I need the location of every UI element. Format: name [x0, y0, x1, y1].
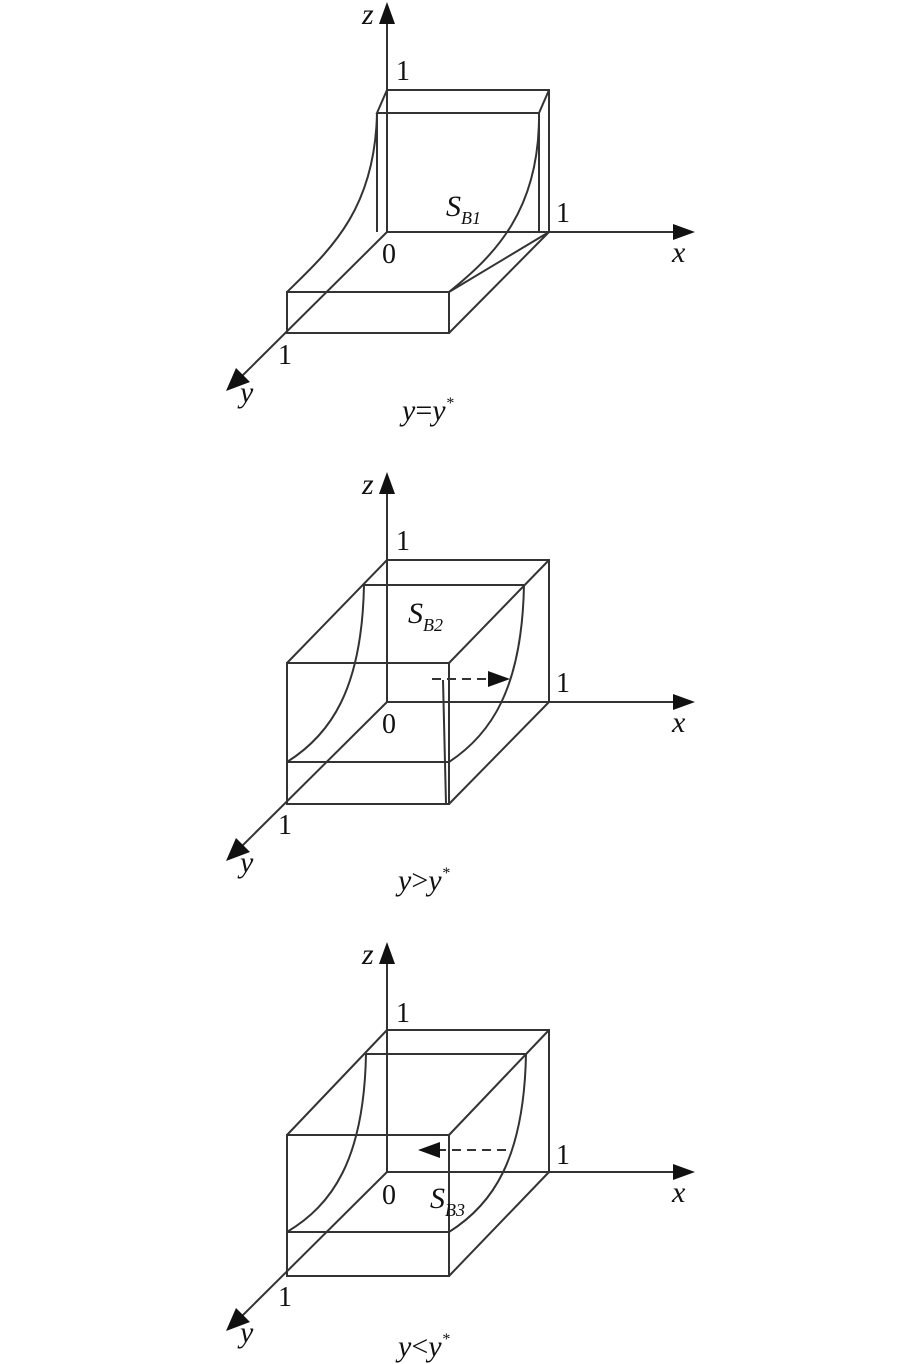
box-front: [286, 1134, 450, 1277]
surface-curve-right: [448, 584, 525, 763]
surface-curve-left: [286, 1053, 367, 1233]
y-tick-1: 1: [278, 340, 292, 371]
x-axis-arrowhead: [673, 224, 695, 240]
y-axis-arrowhead: [226, 838, 250, 861]
y-axis-label: y: [237, 376, 254, 409]
z-axis-arrowhead: [379, 2, 395, 24]
z-axis-label: z: [361, 468, 374, 501]
caption: y=y*: [399, 394, 454, 427]
y-axis-label: y: [237, 846, 254, 879]
surface-label: SB2: [408, 597, 443, 635]
z-tick-1: 1: [396, 526, 410, 557]
y-axis-arrowhead: [226, 1308, 250, 1331]
x-axis-arrowhead: [673, 694, 695, 710]
y-axis: [239, 701, 388, 849]
box-back: [387, 559, 550, 702]
z-axis-label: z: [361, 0, 374, 31]
panel-3: z 1 1 0 x 1 y SB3 y<y*: [226, 938, 695, 1363]
box-front: [286, 662, 450, 805]
y-axis-arrowhead: [226, 368, 250, 391]
y-axis: [239, 1171, 388, 1319]
caption: y<y*: [395, 1330, 450, 1363]
surface-label: SB3: [430, 1182, 465, 1220]
shift-arrowhead-left: [418, 1142, 440, 1158]
surface-label: SB1: [446, 190, 481, 228]
y-tick-1: 1: [278, 1282, 292, 1313]
surface-curve-right: [448, 1053, 527, 1233]
box-top-edges: [286, 559, 550, 805]
y-axis-label: y: [237, 1316, 254, 1349]
x-axis-label: x: [671, 236, 686, 269]
panel-1: z 1 1 0 x 1 y SB1 y=y*: [226, 0, 695, 427]
box-back-top: [375, 89, 550, 232]
origin-label: 0: [382, 709, 396, 740]
box-top-edges: [286, 1029, 550, 1277]
y-axis: [239, 231, 388, 379]
x-axis-label: x: [671, 706, 686, 739]
x-tick-1: 1: [556, 1140, 570, 1171]
origin-label: 0: [382, 239, 396, 270]
panel-2: z 1 1 0 x 1 y SB2 y>y*: [226, 468, 695, 897]
surface-curve-left: [286, 584, 365, 763]
box-front-slab: [286, 231, 550, 334]
z-axis-arrowhead: [379, 472, 395, 494]
y-tick-1: 1: [278, 810, 292, 841]
z-tick-1: 1: [396, 56, 410, 87]
x-axis-arrowhead: [673, 1164, 695, 1180]
x-axis-label: x: [671, 1176, 686, 1209]
z-tick-1: 1: [396, 998, 410, 1029]
z-axis-label: z: [361, 938, 374, 971]
x-tick-1: 1: [556, 198, 570, 229]
x-tick-1: 1: [556, 668, 570, 699]
inner-divider: [442, 679, 447, 805]
shift-arrowhead-right: [488, 671, 510, 687]
surface-curve-right: [448, 112, 541, 293]
caption: y>y*: [395, 864, 450, 897]
surface-curve-left: [286, 112, 378, 293]
z-axis-arrowhead: [379, 942, 395, 964]
origin-label: 0: [382, 1180, 396, 1211]
